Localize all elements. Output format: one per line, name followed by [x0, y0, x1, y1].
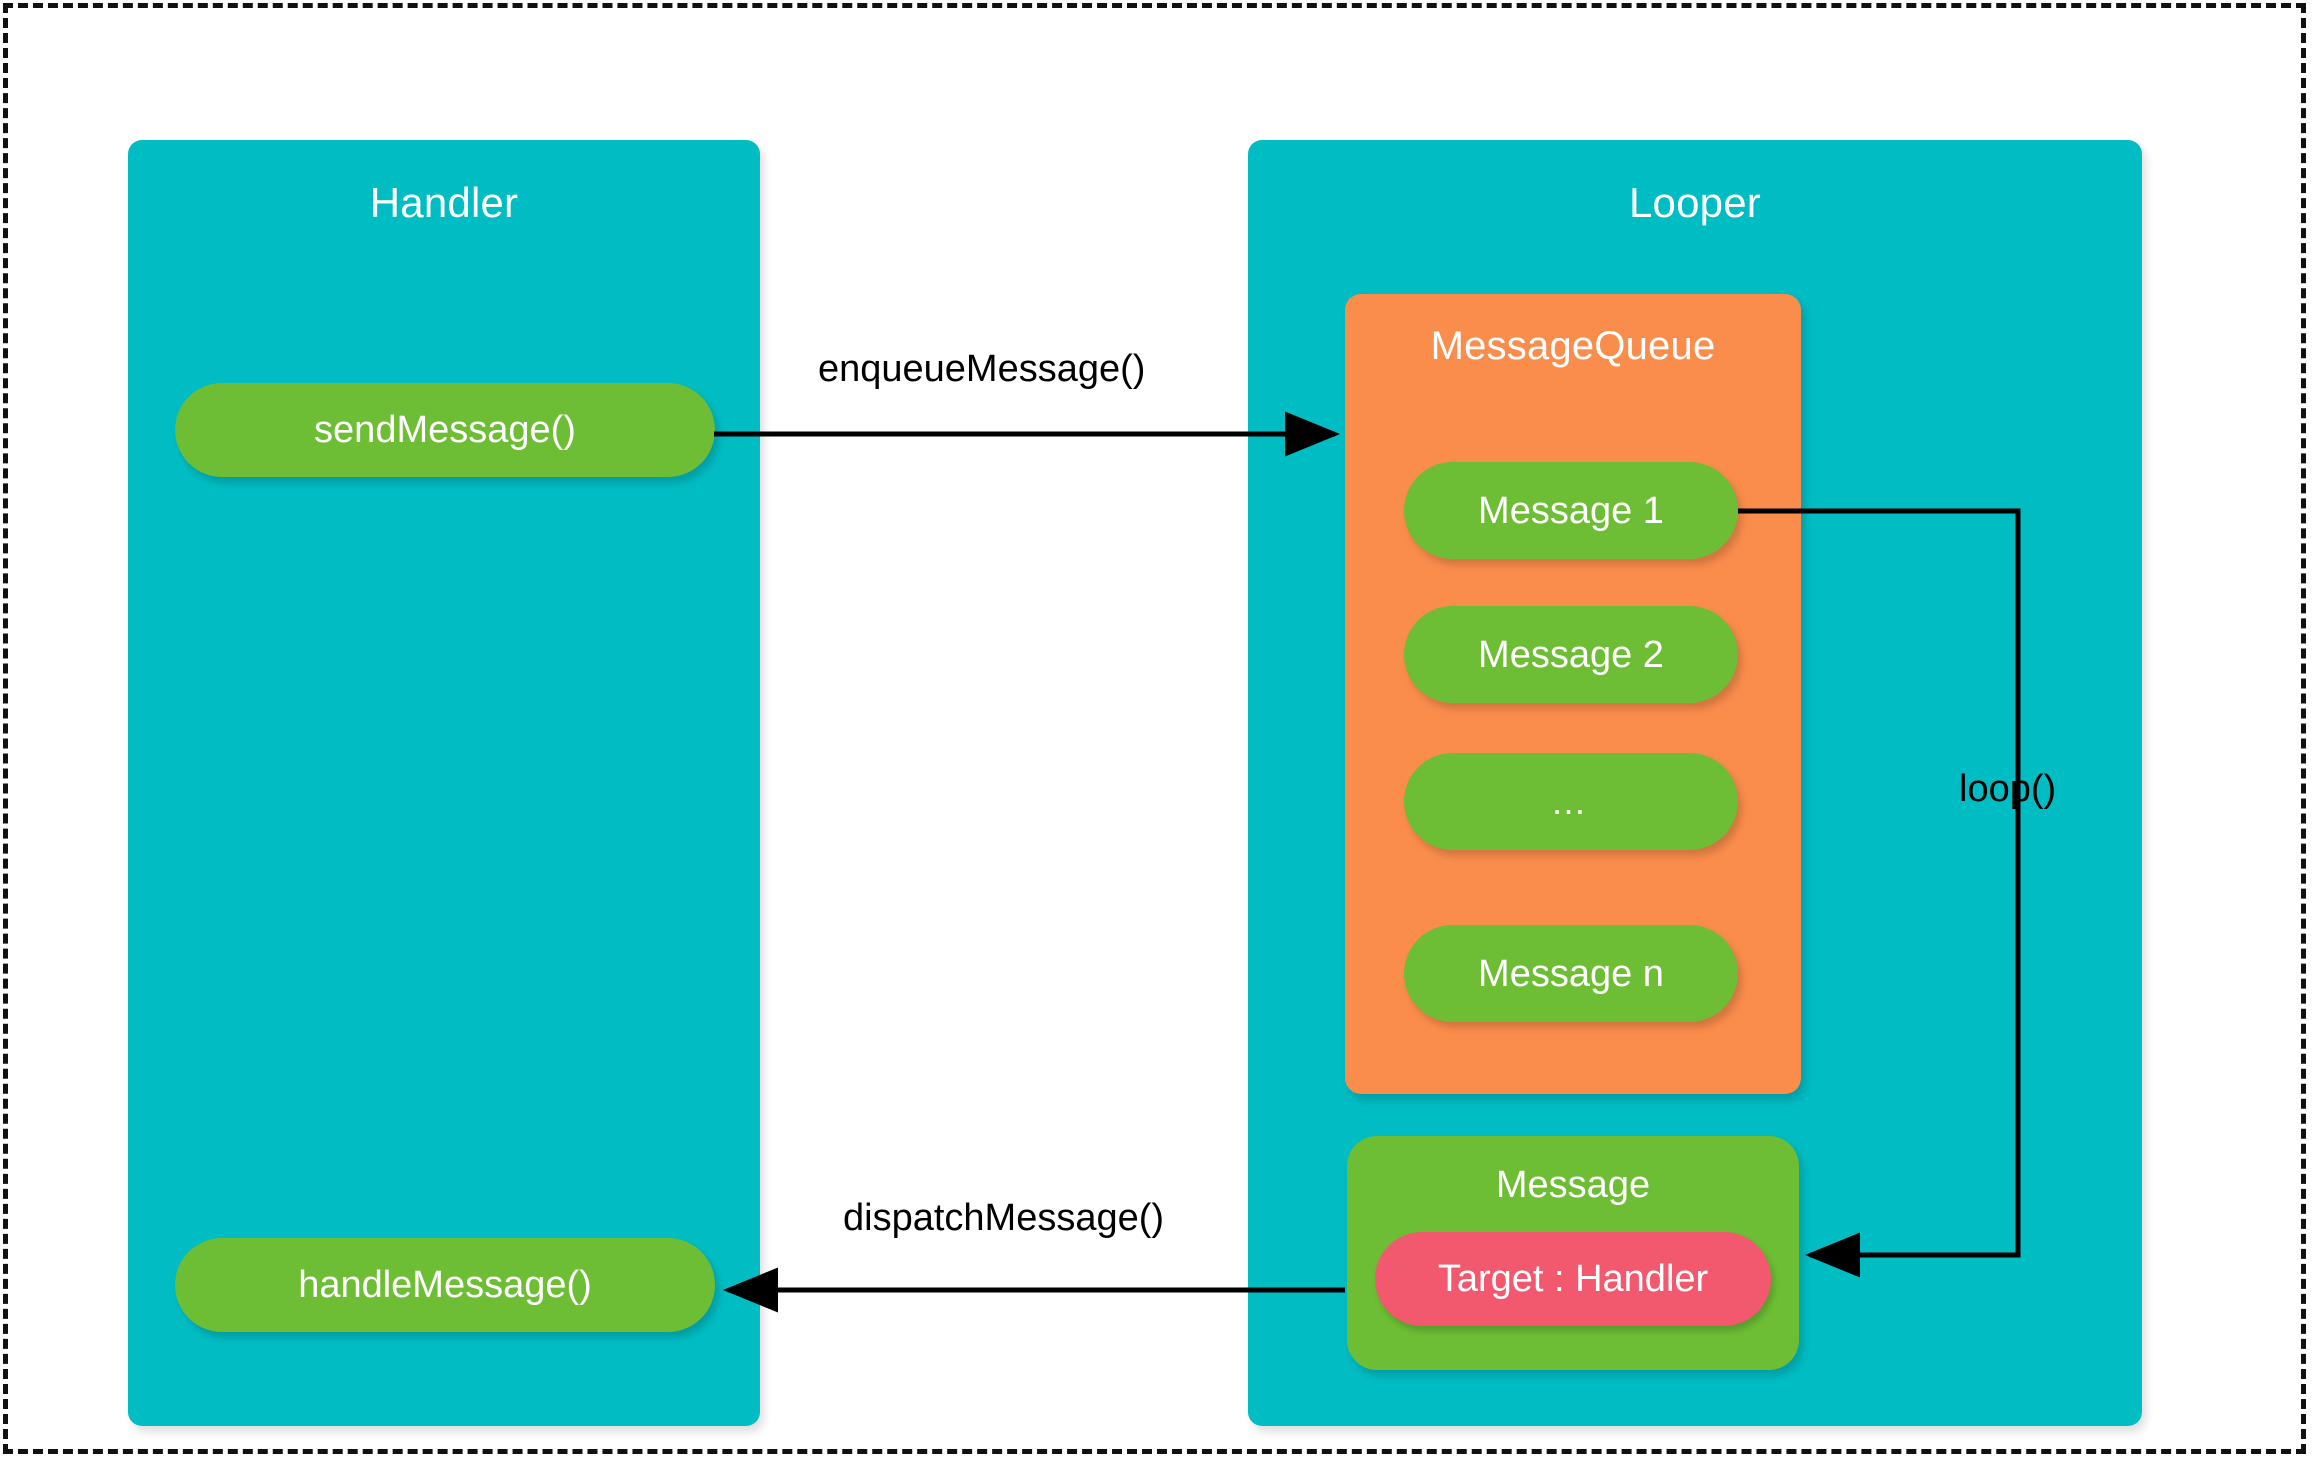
looper-panel-title: Looper [1629, 179, 1761, 226]
dispatch-message-label: dispatchMessage() [843, 1197, 1165, 1239]
message-object-title: Message [1495, 1164, 1651, 1206]
handler-panel: Handler [128, 140, 760, 1426]
message-queue-item-ellipsis-label: … [1550, 780, 1592, 822]
handle-message-label: handleMessage() [298, 1264, 592, 1306]
send-message-node[interactable]: sendMessage() [175, 383, 715, 477]
message-queue-item-1[interactable]: Message 1 [1404, 462, 1738, 559]
handler-panel-title: Handler [369, 179, 519, 226]
target-handler-label: Target : Handler [1437, 1258, 1709, 1300]
handle-message-node[interactable]: handleMessage() [175, 1238, 715, 1332]
message-object-node[interactable]: Message Target : Handler [1347, 1136, 1799, 1370]
message-queue-title: MessageQueue [1430, 324, 1716, 368]
message-queue-item-n[interactable]: Message n [1404, 925, 1738, 1022]
message-queue-item-ellipsis[interactable]: … [1404, 753, 1738, 850]
target-handler-node[interactable]: Target : Handler [1375, 1232, 1771, 1326]
message-queue-item-2[interactable]: Message 2 [1404, 606, 1738, 703]
loop-label: loop() [1959, 768, 2057, 810]
enqueue-message-label: enqueueMessage() [818, 348, 1146, 390]
message-queue-item-2-label: Message 2 [1478, 633, 1664, 676]
message-queue-item-1-label: Message 1 [1478, 489, 1664, 532]
send-message-label: sendMessage() [314, 409, 576, 451]
message-queue-item-n-label: Message n [1478, 952, 1664, 995]
